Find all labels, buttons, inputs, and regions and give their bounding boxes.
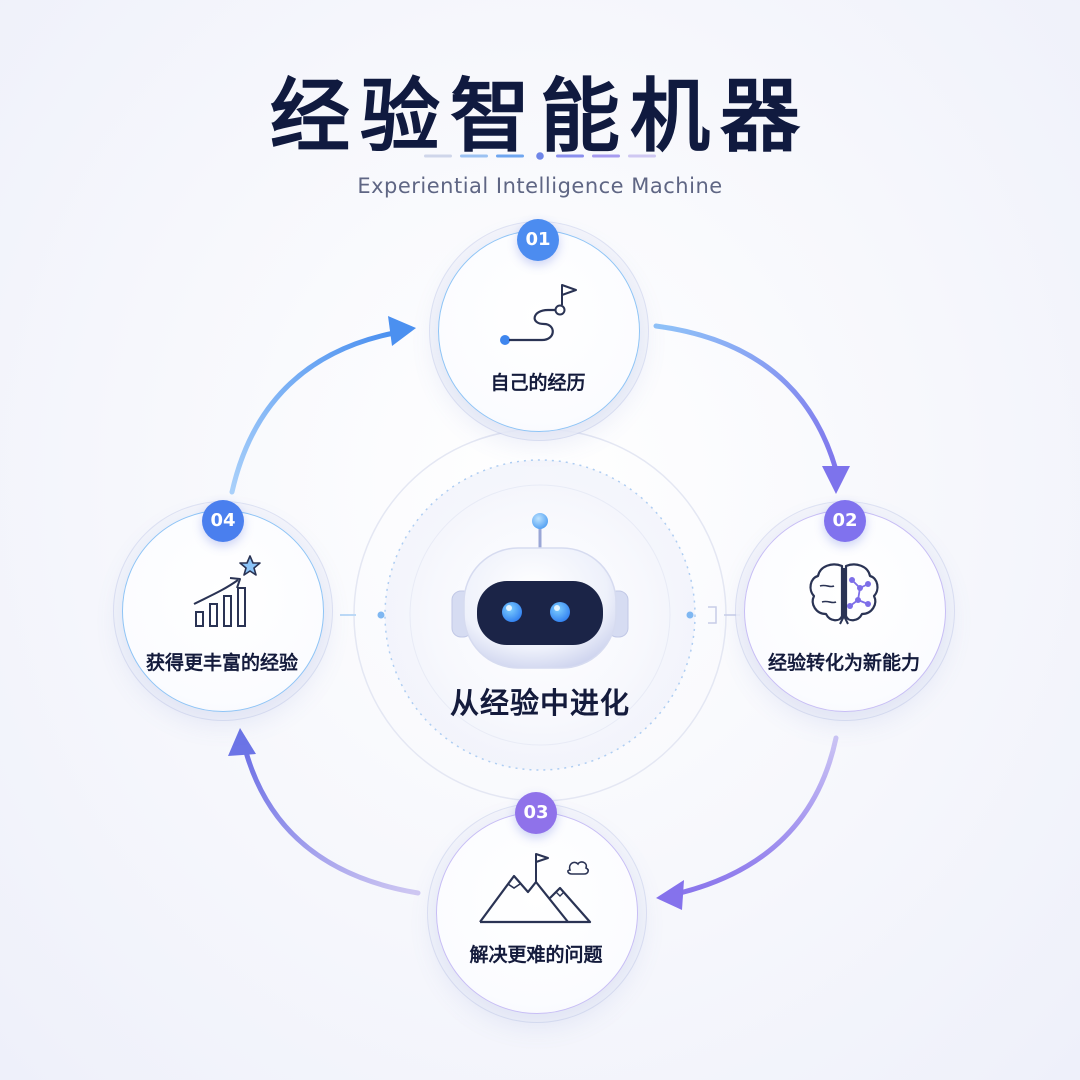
growth-chart-star-icon	[193, 555, 261, 627]
arc-04-to-01	[229, 330, 397, 495]
arrow-head-03	[656, 880, 684, 910]
step-01-label: 自己的经历	[490, 372, 586, 394]
title-divider	[424, 152, 656, 160]
right-connector	[708, 606, 740, 624]
brain-network-icon	[809, 563, 879, 625]
step-03-label: 解决更难的问题	[469, 944, 603, 966]
step-01-node	[438, 230, 640, 432]
arrow-head-04	[228, 728, 256, 756]
inner-ring	[409, 484, 671, 746]
center-label: 从经验中进化	[449, 686, 630, 720]
step-02-badge: 02	[824, 500, 866, 542]
step-03-badge: 03	[515, 792, 557, 834]
arrow-head-02	[822, 466, 850, 494]
step-01-badge: 01	[517, 219, 559, 261]
right-connector-dot	[686, 611, 694, 619]
left-connector-dot	[377, 611, 385, 619]
arc-01-to-02	[653, 323, 839, 473]
step-02-label: 经验转化为新能力	[767, 652, 920, 674]
step-03-node	[436, 812, 638, 1014]
arc-03-to-04	[243, 749, 421, 896]
path-flag-icon	[500, 284, 577, 345]
mountain-flag-icon	[479, 853, 592, 924]
robot-icon	[451, 513, 629, 669]
page-title: 经验智能机器	[270, 70, 810, 163]
step-04-label: 获得更丰富的经验	[145, 652, 298, 674]
step-04-badge: 04	[202, 500, 244, 542]
arrow-head-01	[388, 316, 416, 346]
arc-02-to-03	[677, 735, 839, 896]
page-subtitle: Experiential Intelligence Machine	[357, 174, 723, 198]
